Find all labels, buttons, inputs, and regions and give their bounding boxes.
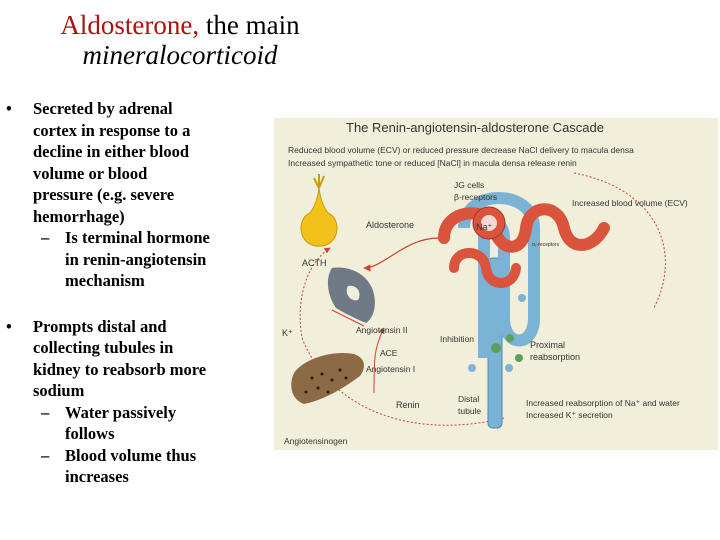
increased-reabsorption-label: Increased reabsorption of Na⁺ and water (526, 398, 680, 408)
k-label: K⁺ (282, 328, 293, 338)
bullet-line: collecting tubules in (33, 338, 174, 357)
raas-diagram-svg: The Renin-angiotensin-aldosterone Cascad… (282, 120, 688, 446)
bullet-1-text: Secreted by adrenal cortex in response t… (33, 98, 190, 227)
jg-cells-label: JG cells (454, 180, 484, 190)
proximal-label: Proximal (530, 340, 565, 350)
trigger-line-1: Reduced blood volume (ECV) or reduced pr… (288, 145, 634, 155)
sub-bullet-line: Is terminal hormone (65, 228, 210, 247)
ace-label: ACE (380, 348, 398, 358)
aldosterone-arrow (363, 237, 440, 272)
beta-receptors-label: β-receptors (454, 192, 497, 202)
sub-bullet-line: in renin-angiotensin (65, 249, 207, 269)
title-line-1: Aldosterone, the main (0, 10, 360, 40)
adrenal-gland-icon (300, 174, 338, 247)
aldosterone-label: Aldosterone (366, 220, 414, 230)
sub-bullet-text: Blood volume thus increases (65, 445, 196, 488)
sub-bullet-2-1: – Water passively follows (33, 402, 268, 445)
sub-bullet-line: increases (65, 467, 129, 486)
raas-diagram: The Renin-angiotensin-aldosterone Cascad… (274, 118, 718, 450)
k-arrow (331, 309, 365, 327)
bullet-line: Prompts distal and (33, 316, 167, 336)
bullet-1: • Secreted by adrenal cortex in response… (6, 98, 268, 227)
liver-icon (291, 352, 364, 404)
bullet-marker: • (6, 316, 12, 336)
sub-bullet-marker: – (41, 445, 50, 465)
angiotensin-ii-label: Angiotensin II (356, 325, 408, 335)
bullet-list: • Secreted by adrenal cortex in response… (6, 98, 268, 488)
acth-label: ACTH (302, 258, 327, 268)
lung-icon (327, 267, 375, 323)
diagram-title: The Renin-angiotensin-aldosterone Cascad… (346, 120, 604, 135)
renin-label: Renin (396, 400, 420, 410)
sub-bullet-marker: – (41, 402, 50, 422)
bullet-line: kidney to reabsorb more (33, 359, 207, 379)
bullet-line: sodium (33, 381, 85, 400)
sub-bullet-1-1: – Is terminal hormone in renin-angiotens… (33, 227, 268, 292)
reabsorption-label: reabsorption (530, 352, 580, 362)
increased-k-label: Increased K⁺ secretion (526, 410, 613, 420)
bullet-line: cortex in response to a (33, 120, 191, 140)
feedback-arrow (573, 172, 666, 309)
angiotensinogen-arrow (373, 327, 385, 394)
bullet-line: decline in either blood (33, 142, 189, 161)
tubule-label: tubule (458, 406, 481, 416)
sub-bullet-marker: – (41, 228, 50, 247)
sub-bullet-text: Water passively follows (65, 402, 176, 445)
title-line-2: mineralocorticoid (82, 40, 278, 70)
bullet-2: • Prompts distal and collecting tubules … (6, 316, 268, 402)
bullet-line: volume or blood (33, 163, 148, 183)
slide-title: Aldosterone, the main mineralocorticoid (0, 10, 360, 70)
title-rest: the main (199, 10, 300, 40)
sub-bullet-line: Blood volume thus (65, 445, 197, 465)
increased-ecv-label: Increased blood volume (ECV) (572, 198, 688, 208)
bullet-marker: • (6, 99, 12, 118)
sub-bullet-line: mechanism (65, 271, 145, 290)
bullet-line: hemorrhage) (33, 206, 125, 226)
trigger-line-2: Increased sympathetic tone or reduced [N… (288, 158, 577, 168)
bullet-2-text: Prompts distal and collecting tubules in… (33, 316, 206, 402)
bullet-line: Secreted by adrenal (33, 99, 173, 118)
sub-bullet-line: Water passively (65, 402, 177, 422)
sub-bullet-line: follows (65, 424, 115, 443)
title-keyword: Aldosterone, (60, 10, 200, 40)
angiotensinogen-label: Angiotensinogen (284, 436, 348, 446)
sub-bullet-text: Is terminal hormone in renin-angiotensin… (65, 227, 210, 292)
nephron-icon (438, 192, 610, 429)
inhibition-label: Inhibition (440, 334, 474, 344)
bullet-line: pressure (e.g. severe (33, 185, 175, 204)
receptors-small-label: α₁-receptors (532, 242, 560, 248)
angiotensin-i-label: Angiotensin I (366, 364, 415, 374)
distal-label: Distal (458, 394, 479, 404)
sub-bullet-2-2: – Blood volume thus increases (33, 445, 268, 488)
na-label: Na⁺ (476, 222, 493, 232)
